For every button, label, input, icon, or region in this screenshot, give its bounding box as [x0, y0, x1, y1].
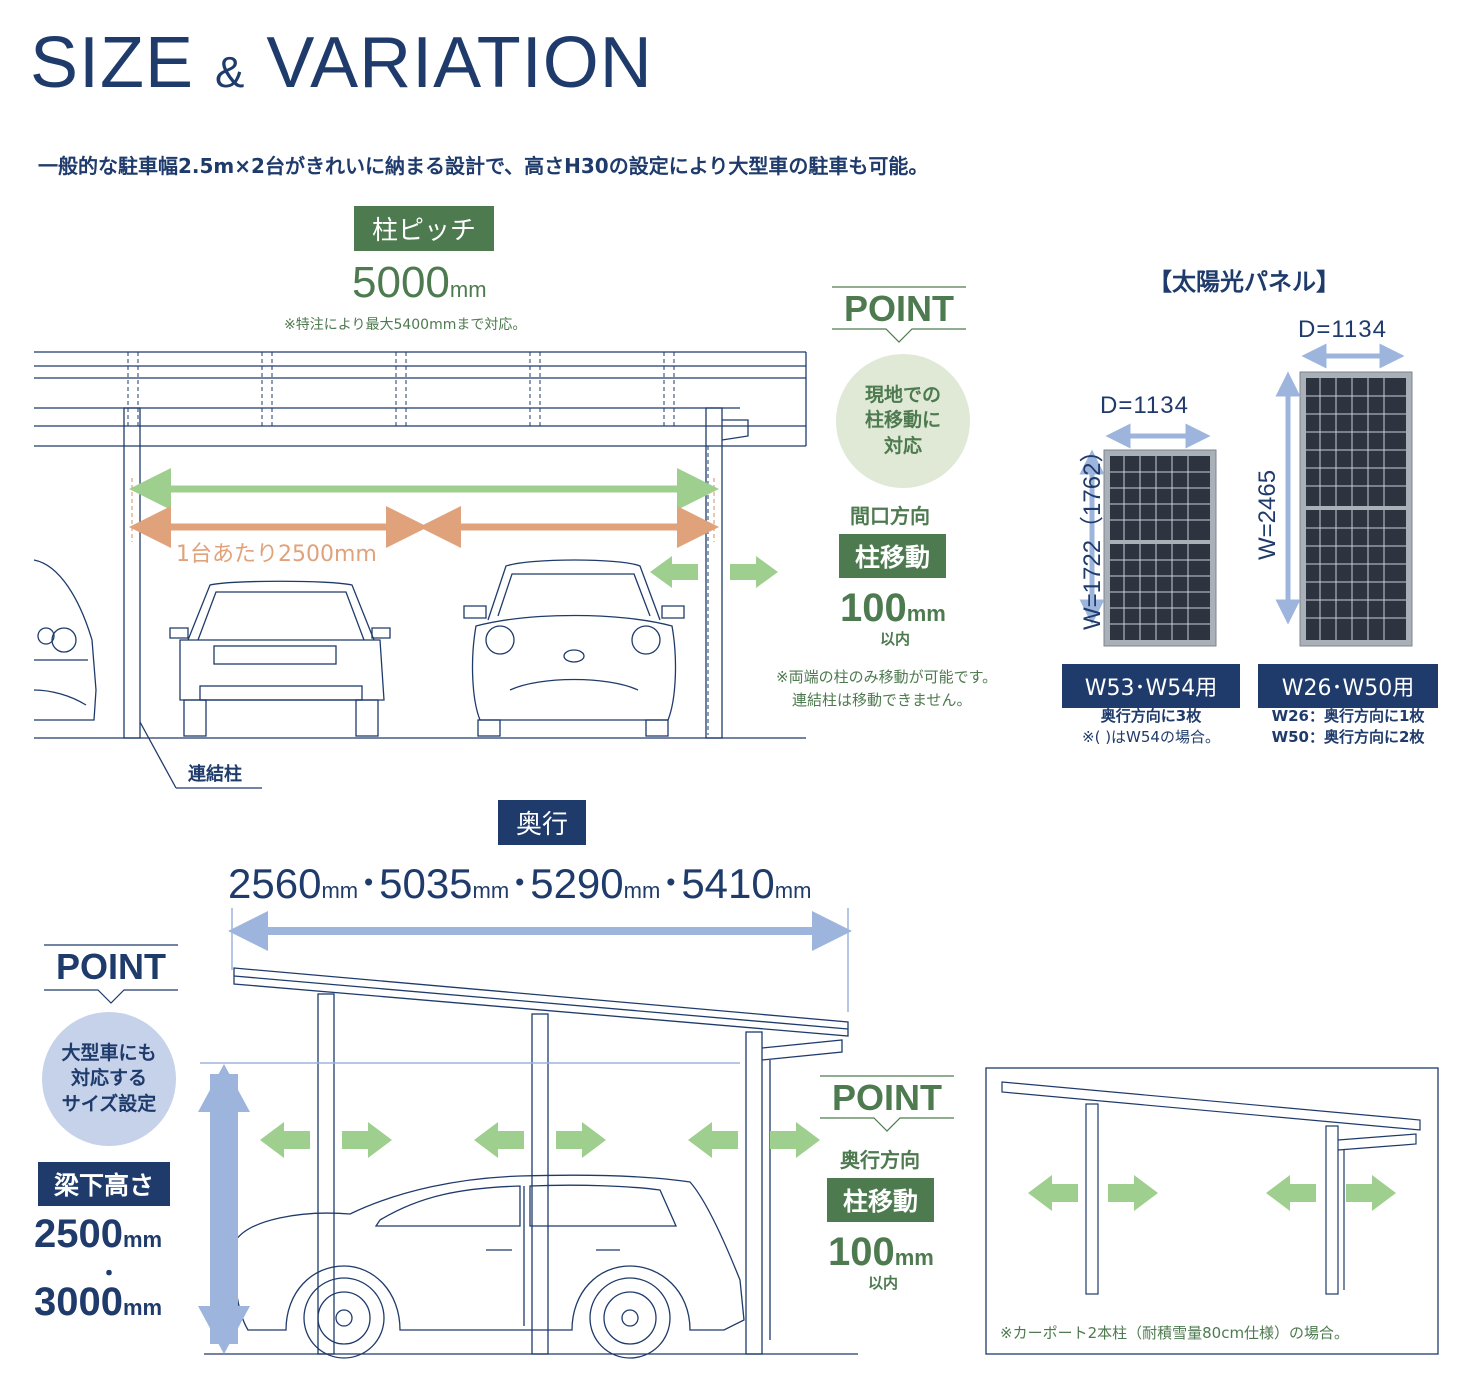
point-front-heading: POINT	[843, 288, 954, 329]
inset-two-post-view	[985, 1067, 1439, 1355]
large-panel-depth: D=1134	[1298, 316, 1387, 343]
point-height-heading: POINT	[55, 946, 166, 987]
depth-tag: 奥行	[498, 800, 587, 845]
large-panel-label: W26･W50用	[1258, 664, 1438, 708]
per-car-label: 1台あたり2500mm	[176, 542, 377, 567]
small-panel-notes: 奥行方向に3枚 ※( )はW54の場合。	[1082, 707, 1220, 746]
height-dot: ・	[98, 1262, 121, 1287]
point-lines-green	[820, 286, 966, 1132]
point-front-circle: 現地での柱移動に対応	[836, 354, 970, 488]
depth-move-arrows	[260, 1122, 820, 1158]
solar-panel-small	[1079, 423, 1217, 647]
front-move-note: ※両端の柱のみ移動が可能です。 連結柱は移動できません。	[776, 668, 998, 709]
pitch-tag: 柱ピッチ	[354, 206, 495, 251]
front-move-tag: 柱移動	[839, 534, 947, 578]
front-direction: 間口方向	[850, 504, 930, 528]
pitch-value: 5000mm	[352, 258, 487, 307]
carport-front-view	[33, 351, 807, 789]
point-height-circle: 大型車にも対応するサイズ設定	[42, 1012, 176, 1146]
connect-post-label: 連結柱	[188, 764, 242, 785]
front-move-arrows	[650, 556, 778, 588]
depth-move-tag: 柱移動	[827, 1178, 935, 1222]
depth-values: 2560mm･5035mm･5290mm･5410mm	[228, 860, 812, 907]
solar-title: 【太陽光パネル】	[1148, 268, 1340, 296]
point-lines-navy	[44, 944, 178, 1004]
small-panel-width: W=1722（1762）	[1079, 438, 1106, 630]
depth-move-within: 以内	[868, 1274, 899, 1292]
page-title: SIZE & VARIATION	[30, 23, 653, 103]
pitch-note: ※特注により最大5400mmまで対応。	[284, 317, 527, 333]
pitch-arrows	[129, 468, 719, 548]
depth-direction: 奥行方向	[840, 1148, 920, 1172]
height-value-2: 3000mm	[34, 1280, 163, 1324]
depth-dimension	[228, 908, 852, 1012]
front-move-value: 100mm	[840, 586, 946, 630]
height-tag: 梁下高さ	[38, 1162, 171, 1206]
point-depth-heading: POINT	[831, 1077, 942, 1118]
carport-side-view	[204, 967, 858, 1359]
page-subtitle: 一般的な駐車幅2.5m×2台がきれいに納まる設計で、高さH30の設定により大型車…	[38, 154, 929, 178]
depth-move-value: 100mm	[828, 1230, 934, 1274]
height-value-1: 2500mm	[34, 1212, 163, 1256]
small-panel-depth: D=1134	[1100, 392, 1189, 419]
large-panel-width: W=2465	[1254, 469, 1281, 560]
front-move-within: 以内	[880, 630, 911, 648]
solar-panel-large	[1275, 343, 1413, 647]
small-panel-label: W53･W54用	[1062, 664, 1240, 708]
large-panel-notes: W26：奥行方向に1枚 W50：奥行方向に2枚	[1271, 707, 1425, 746]
inset-note: ※カーポート2本柱（耐積雪量80cm仕様）の場合。	[1000, 1324, 1350, 1342]
